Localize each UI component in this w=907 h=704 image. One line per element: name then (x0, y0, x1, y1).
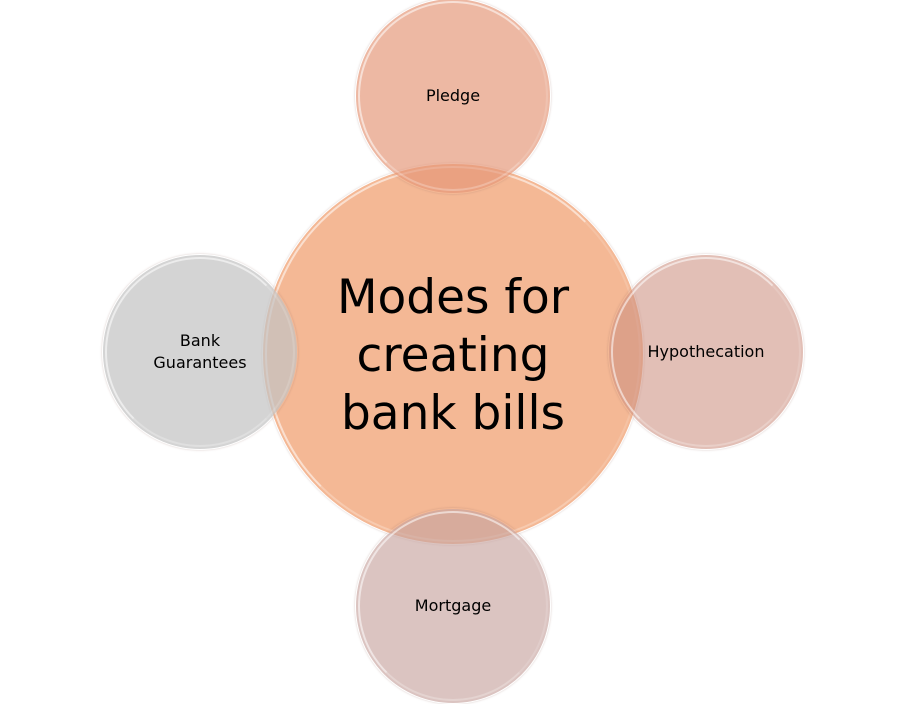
center-circle: Modes for creating bank bills (263, 164, 643, 544)
satellite-circle-pledge: Pledge (356, 0, 550, 193)
mortgage-label: Mortgage (414, 596, 492, 615)
pledge-label: Pledge (425, 86, 481, 105)
bank-guarantees-label: Bank Guarantees (153, 331, 247, 372)
center-label: Modes for creating bank bills (336, 270, 570, 441)
satellite-circle-mortgage: Mortgage (356, 509, 550, 703)
satellite-circle-hypothecation: Hypothecation (609, 255, 803, 449)
satellite-circle-bank-guarantees: Bank Guarantees (103, 255, 297, 449)
hypothecation-label: Hypothecation (647, 342, 765, 361)
